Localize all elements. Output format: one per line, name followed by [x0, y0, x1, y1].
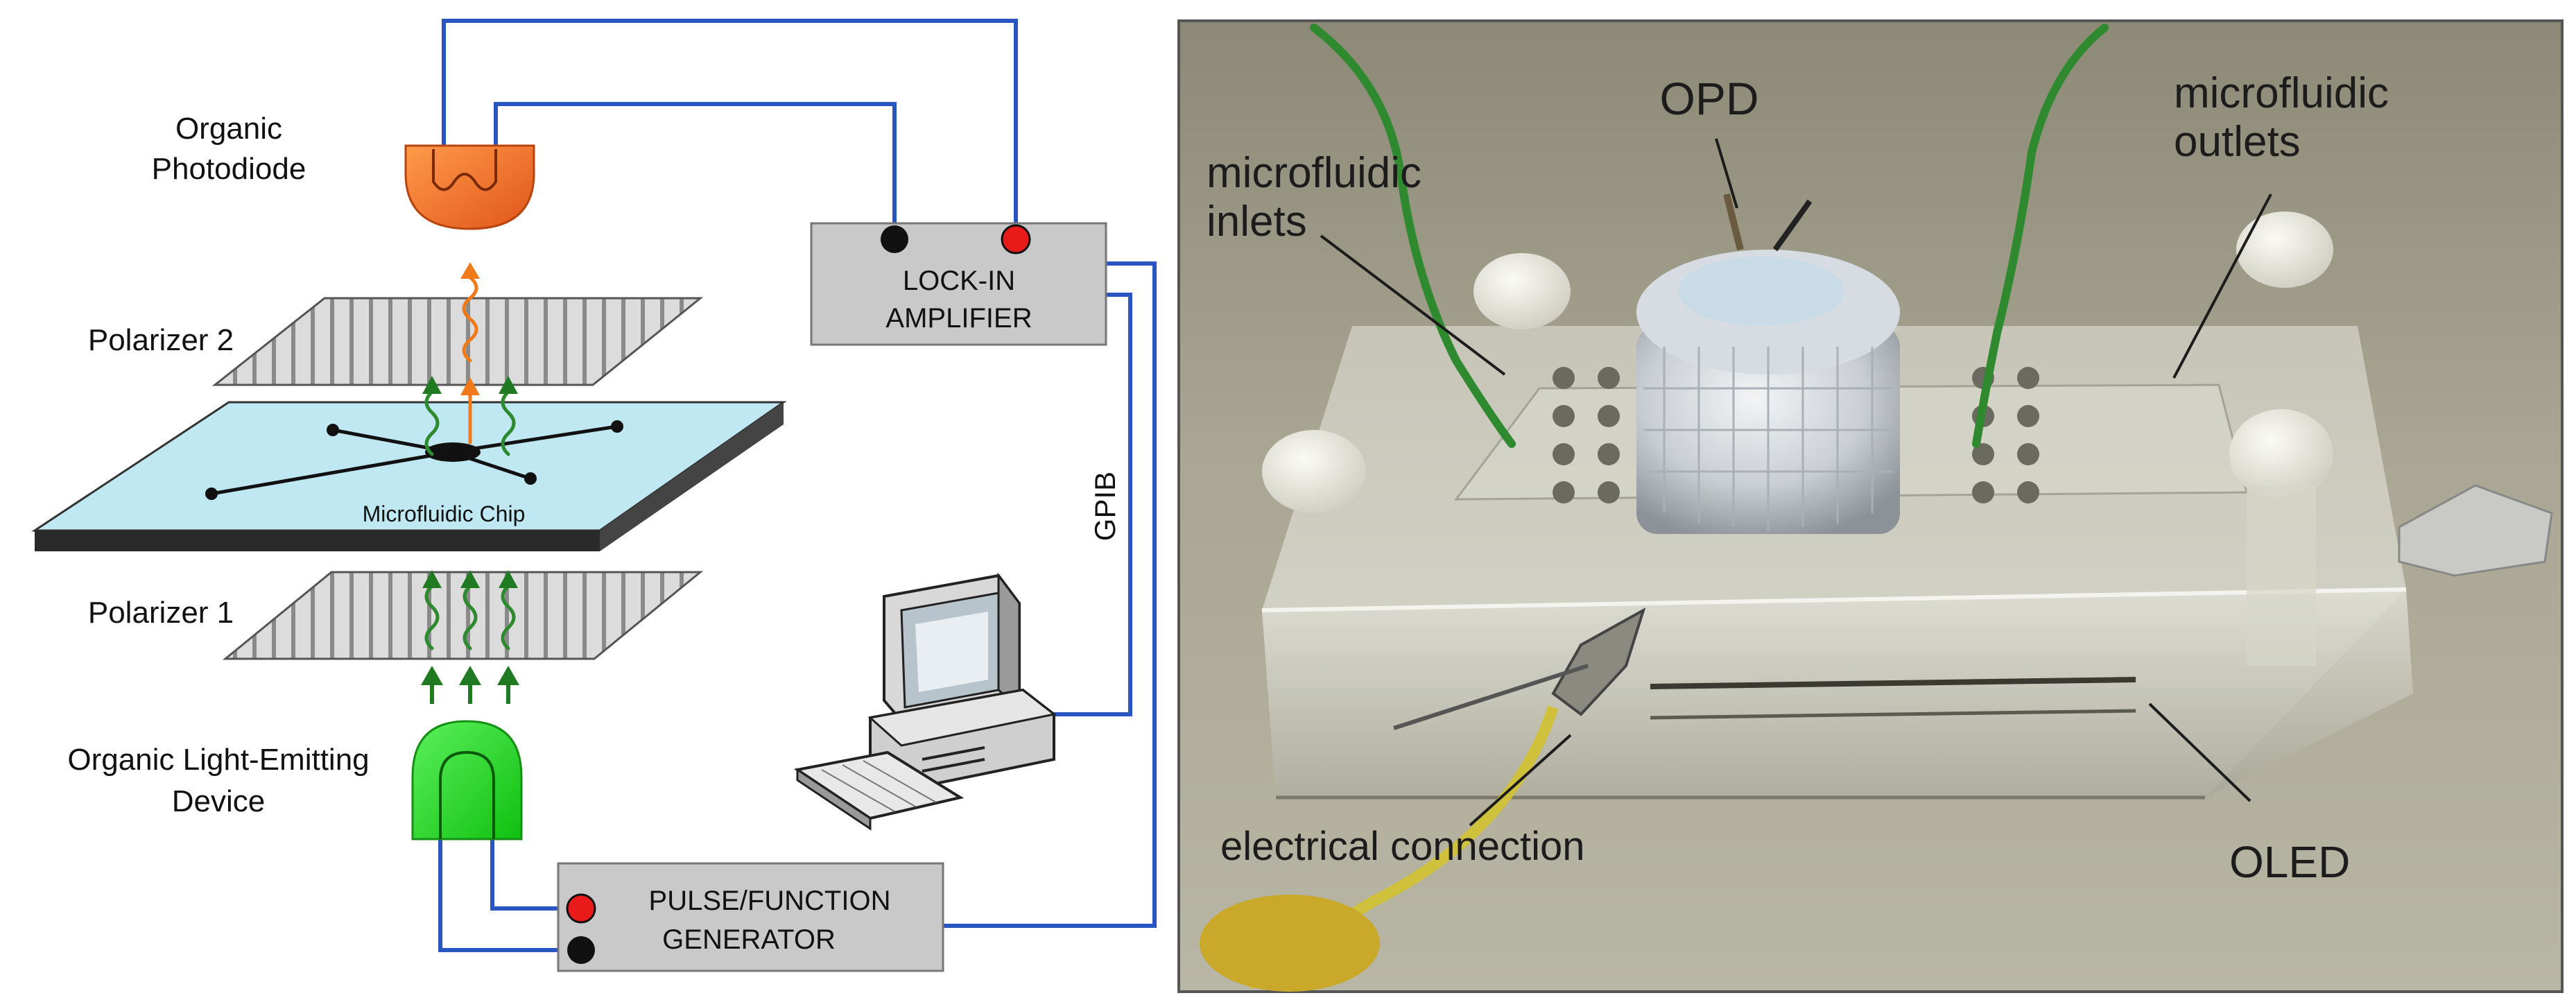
polarizer-2	[211, 297, 704, 386]
wire-oled-to-pulse-red	[490, 839, 579, 911]
gpib-label: GPIB	[1089, 472, 1121, 541]
inlets-label-line2: inlets	[1207, 198, 1307, 245]
opd-dome	[1636, 193, 1900, 534]
outlets-label-line2: outlets	[2174, 118, 2301, 166]
electrical-clip	[1200, 607, 1646, 992]
mounting-plugs	[1262, 212, 2333, 666]
photodiode-label-line2: Photodiode	[152, 152, 306, 186]
microfluidic-chip	[31, 401, 787, 551]
lock-in-amplifier: LOCK-IN AMPLIFIER	[810, 222, 1107, 346]
device-photo: OPD microfluidic inlets microfluidic out…	[1177, 19, 2564, 993]
wire-gpib-lockin-to-computer	[1054, 293, 1132, 716]
pulse-black-terminal-icon	[567, 936, 595, 964]
lockin-label-line1: LOCK-IN	[903, 266, 1015, 296]
organic-light-emitting-device	[411, 720, 523, 840]
oled-label-line2: Device	[172, 784, 266, 818]
polarizer2-label: Polarizer 2	[88, 323, 234, 357]
setup-schematic: Organic Photodiode LOCK-IN AMPLIFIER Pol…	[31, 19, 1157, 972]
oled-photo-label: OLED	[2229, 837, 2350, 887]
chip-label: Microfluidic Chip	[363, 501, 526, 526]
electrical-connection-label: electrical connection	[1220, 824, 1585, 869]
polarizer1-label: Polarizer 1	[88, 596, 234, 630]
polarized-light-icon	[422, 570, 518, 650]
wire-gpib-lockin-top	[943, 261, 1157, 928]
wire-photodiode-to-lockin-red	[442, 19, 1018, 236]
chip-light-icon	[422, 376, 518, 456]
wire-oled-to-pulse-black	[438, 839, 579, 952]
lockin-black-terminal-icon	[881, 225, 908, 253]
pulse-function-generator: PULSE/FUNCTION GENERATOR	[557, 862, 944, 972]
pulse-label-line2: GENERATOR	[662, 924, 836, 955]
pulse-red-terminal-icon	[566, 893, 596, 924]
inlets-label-line1: microfluidic	[1207, 149, 1421, 197]
lockin-red-terminal-icon	[1001, 224, 1031, 255]
outlets-label-line1: microfluidic	[2174, 69, 2389, 117]
transmitted-light-icon	[460, 262, 480, 363]
photodiode-label-line1: Organic	[175, 112, 282, 146]
computer-icon	[793, 572, 1057, 831]
green-wires	[1310, 24, 2109, 448]
wiring	[438, 19, 1157, 952]
annotation-pointers	[1320, 138, 2272, 827]
organic-photodiode	[404, 144, 535, 230]
foil	[2398, 484, 2553, 577]
oled-label-line1: Organic Light-Emitting	[67, 743, 369, 777]
polarizer-1	[222, 571, 704, 660]
emitted-light-icon	[421, 666, 519, 704]
wire-photodiode-to-lockin-black	[494, 102, 897, 236]
pulse-label-line1: PULSE/FUNCTION	[649, 886, 891, 916]
opd-label: OPD	[1659, 73, 1758, 124]
lockin-label-line2: AMPLIFIER	[885, 303, 1032, 334]
